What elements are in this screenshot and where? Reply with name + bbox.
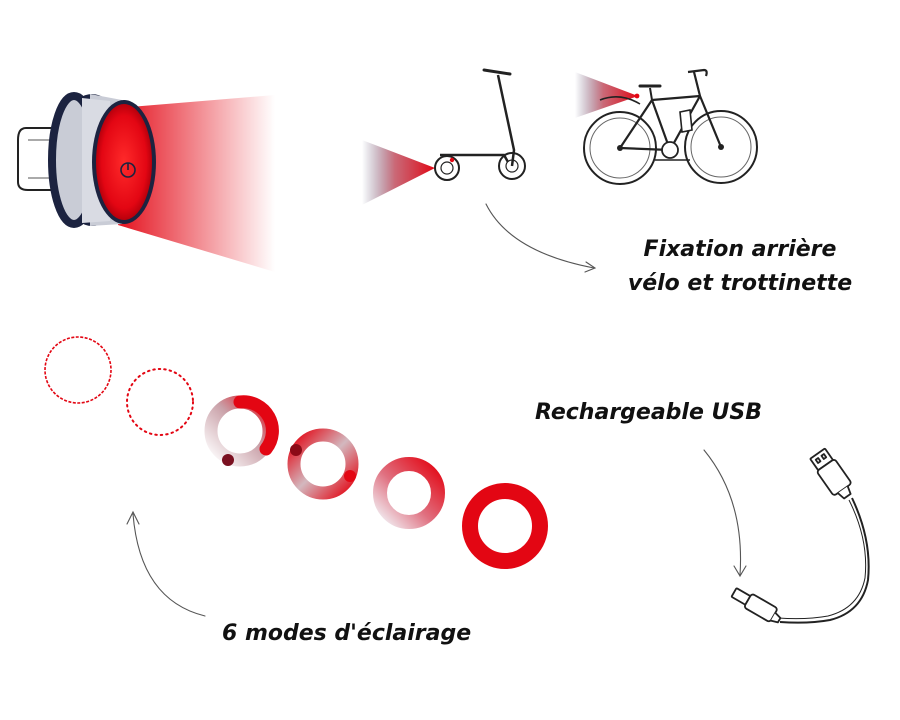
mount-caption-line-2: vélo et trottinette — [627, 271, 853, 296]
mode-5-ring — [373, 457, 445, 529]
modes-caption: 6 modes d'éclairage — [222, 621, 472, 646]
power-button-icon — [120, 162, 136, 178]
modes-rings — [44, 336, 548, 569]
rear-light-icon — [17, 92, 275, 272]
mount-caption: Fixation arrière vélo et trottinette — [600, 233, 880, 301]
usb-caption: Rechargeable USB — [535, 400, 763, 425]
usb-cable-icon — [730, 447, 870, 624]
curved-arrow-icon — [126, 203, 747, 617]
mode-6-ring — [462, 483, 548, 569]
bicycle-icon — [575, 68, 758, 185]
scooter-icon — [362, 68, 526, 205]
mode-3-ring — [204, 395, 279, 467]
mode-2-ring — [126, 368, 194, 436]
mode-4-ring — [287, 428, 359, 500]
mount-caption-line-1: Fixation arrière — [643, 237, 837, 262]
mode-1-ring — [44, 336, 112, 404]
